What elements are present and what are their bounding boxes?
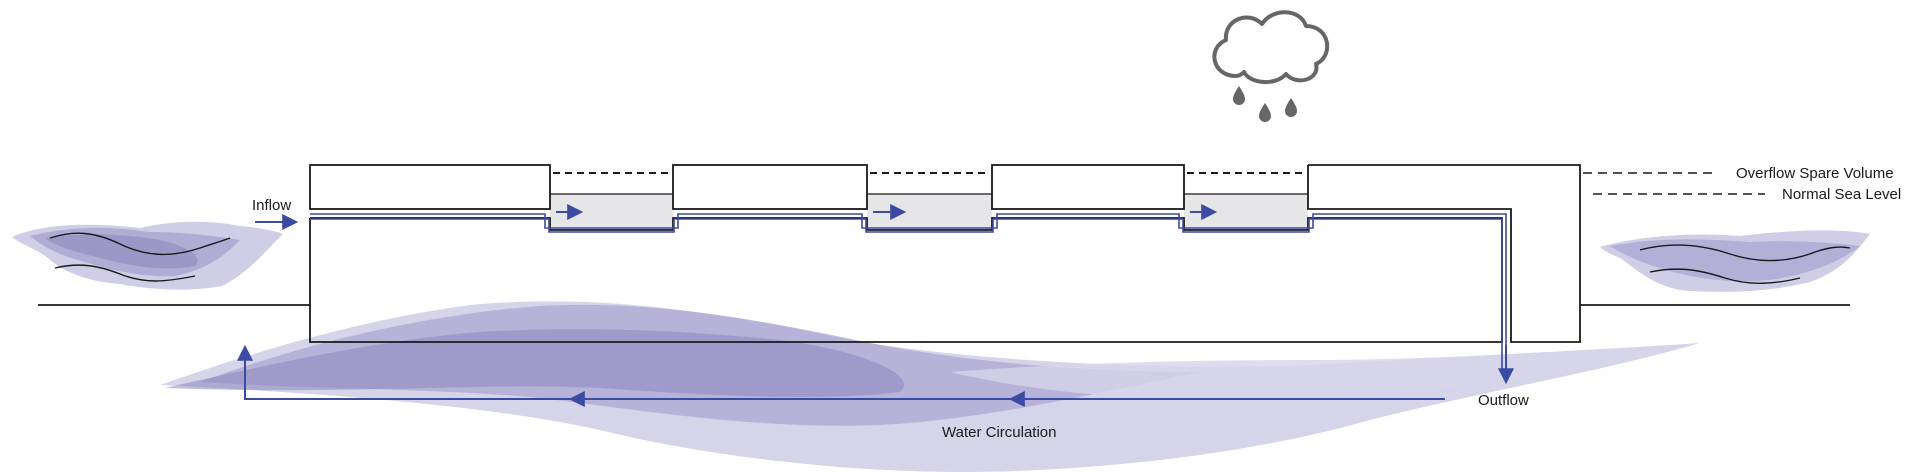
block-1 [309, 164, 551, 210]
inflow-label: Inflow [252, 197, 291, 214]
legend: Overflow Spare Volume Normal Sea Level [1583, 165, 1901, 203]
block-2 [672, 164, 868, 210]
block-3 [991, 164, 1185, 210]
raindrop-icon [1233, 86, 1245, 105]
raindrop-icon [1259, 103, 1271, 122]
right-sea-water [1600, 230, 1870, 292]
flow-channel [310, 213, 1507, 372]
groundwater-plume [160, 301, 1700, 472]
water-circulation-label: Water Circulation [942, 424, 1056, 441]
rain-cloud-icon [1212, 10, 1330, 122]
outflow-label: Outflow [1478, 392, 1529, 409]
circulation-path [237, 344, 1445, 407]
left-sea-water [12, 221, 283, 290]
legend-overflow-label: Overflow Spare Volume [1736, 165, 1894, 182]
legend-normal-label: Normal Sea Level [1782, 186, 1901, 203]
raindrop-icon [1285, 98, 1297, 117]
block-4 [1307, 164, 1581, 343]
